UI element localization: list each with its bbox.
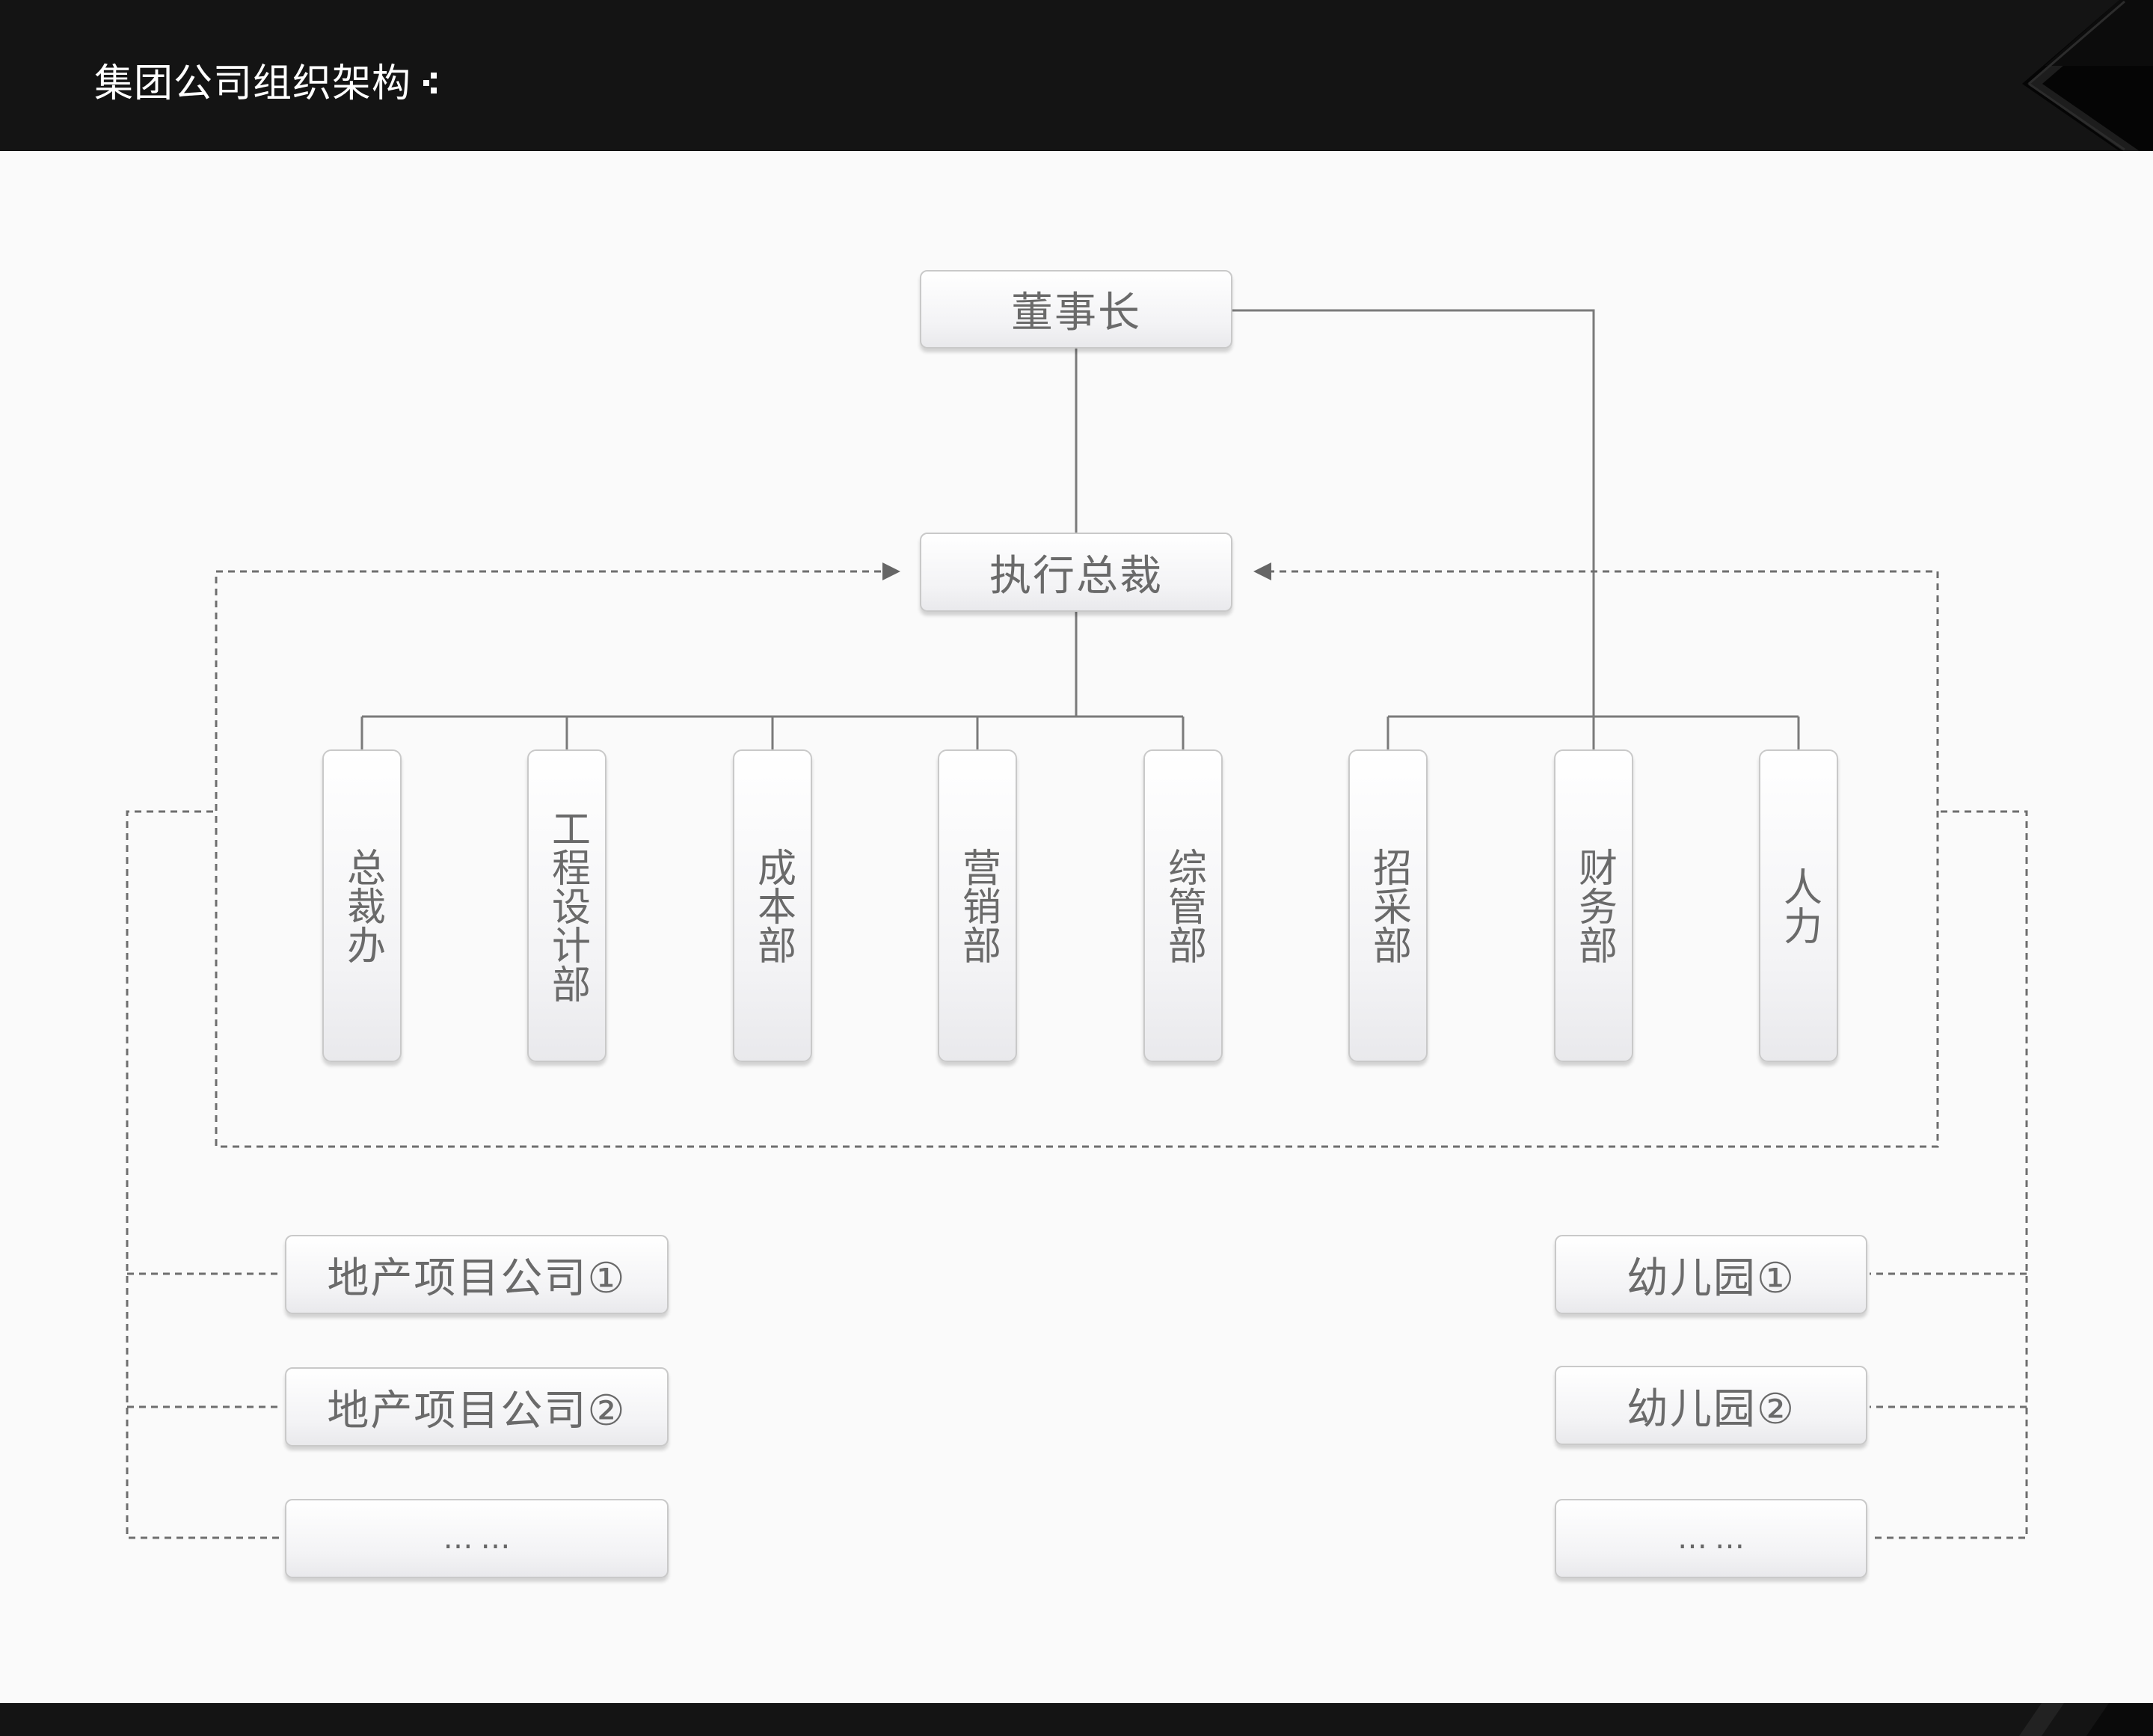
- kindergarten-label: 幼儿园②: [1626, 1384, 1796, 1434]
- subsidiary-box: ……: [285, 1499, 669, 1578]
- arrow-left-icon: [1253, 562, 1271, 580]
- footer-bar: [0, 1703, 2153, 1736]
- kindergarten-box: 幼儿园①: [1555, 1235, 1867, 1314]
- kindergarten-label: 幼儿园①: [1626, 1254, 1796, 1303]
- dept-box: 营销部: [938, 749, 1017, 1062]
- dept-label: 营销部: [955, 847, 1001, 964]
- dept-label: 工程设计部: [544, 809, 590, 1003]
- kindergarten-box: ……: [1555, 1499, 1867, 1578]
- dept-box: 综管部: [1143, 749, 1223, 1062]
- ceo-box: 执行总裁: [920, 533, 1232, 612]
- arrow-right-icon: [882, 562, 900, 580]
- dept-box: 成本部: [733, 749, 812, 1062]
- page-title: 集团公司组织架构: [94, 61, 412, 106]
- footer-decoration-icon: [2019, 1703, 2153, 1736]
- ceo-label: 执行总裁: [989, 551, 1163, 601]
- subsidiary-label: 地产项目公司②: [327, 1386, 627, 1435]
- header-bar: 集团公司组织架构: [0, 0, 2153, 151]
- subsidiary-box: 地产项目公司②: [285, 1367, 669, 1447]
- dept-label: 总裁办: [340, 847, 385, 964]
- dept-label: 成本部: [750, 847, 796, 964]
- title-dots-icon: [423, 73, 441, 95]
- ellipsis-label: ……: [443, 1521, 518, 1556]
- chairman-label: 董事长: [1011, 289, 1141, 337]
- dept-label: 财务部: [1571, 847, 1617, 964]
- subsidiary-label: 地产项目公司①: [327, 1254, 627, 1303]
- chairman-box: 董事长: [920, 270, 1232, 349]
- dept-box: 招采部: [1348, 749, 1428, 1062]
- dept-label: 人力: [1776, 867, 1822, 945]
- dept-label: 招采部: [1366, 847, 1411, 964]
- dept-box: 工程设计部: [527, 749, 606, 1062]
- subsidiary-box: 地产项目公司①: [285, 1235, 669, 1314]
- dept-box: 总裁办: [322, 749, 402, 1062]
- kindergarten-box: 幼儿园②: [1555, 1366, 1867, 1445]
- dept-box: 人力: [1759, 749, 1838, 1062]
- dept-box: 财务部: [1554, 749, 1633, 1062]
- dept-label: 综管部: [1161, 847, 1206, 964]
- corner-decoration-icon: [2022, 0, 2153, 151]
- ellipsis-label: ……: [1677, 1521, 1752, 1556]
